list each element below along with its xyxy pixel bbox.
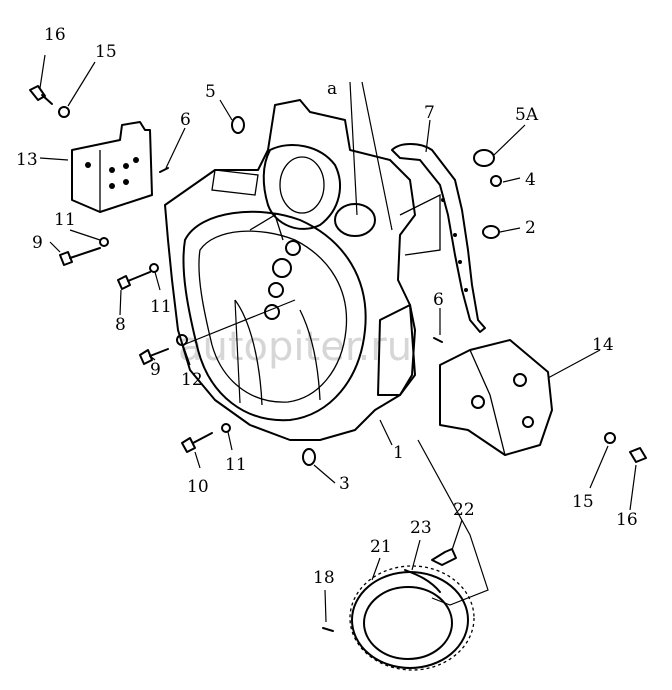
- ring-gear: [349, 565, 475, 671]
- callout-3: 3: [339, 474, 350, 494]
- callout-1: 1: [393, 443, 404, 463]
- bracket-left: [71, 121, 153, 213]
- callout-6-upper: 6: [180, 110, 191, 130]
- callout-labels: a 1 2 3 4 5 5A 6 6 7 8 9 9 10 11 11 11 1…: [16, 25, 638, 588]
- callout-13: 13: [16, 150, 38, 170]
- callout-4: 4: [525, 170, 536, 190]
- callout-14: 14: [592, 335, 614, 355]
- callout-8: 8: [115, 315, 126, 335]
- callout-9-lower: 9: [150, 360, 161, 380]
- callout-16-top: 16: [44, 25, 66, 45]
- flywheel-housing: [164, 99, 441, 441]
- callout-21: 21: [370, 537, 392, 557]
- callout-7: 7: [424, 103, 435, 123]
- callout-23: 23: [410, 518, 432, 538]
- callout-11-upper: 11: [54, 210, 76, 230]
- callout-a: a: [327, 79, 337, 99]
- callout-5: 5: [205, 82, 216, 102]
- callout-12: 12: [181, 370, 203, 390]
- leader-lines: [39, 54, 637, 623]
- callout-11-mid: 11: [150, 297, 172, 317]
- callout-15-top: 15: [95, 42, 117, 62]
- bracket-right: [439, 339, 553, 456]
- callout-2: 2: [525, 218, 536, 238]
- callout-9-upper: 9: [32, 233, 43, 253]
- gasket: [391, 143, 486, 333]
- callout-18: 18: [313, 568, 335, 588]
- callout-11-lower: 11: [225, 455, 247, 475]
- callout-5a: 5A: [515, 105, 539, 125]
- callout-16-bottom: 16: [616, 510, 638, 530]
- callout-22: 22: [453, 500, 475, 520]
- small-parts: [29, 85, 647, 632]
- callout-6-lower: 6: [433, 290, 444, 310]
- callout-15-bottom: 15: [572, 492, 594, 512]
- callout-10: 10: [187, 477, 209, 497]
